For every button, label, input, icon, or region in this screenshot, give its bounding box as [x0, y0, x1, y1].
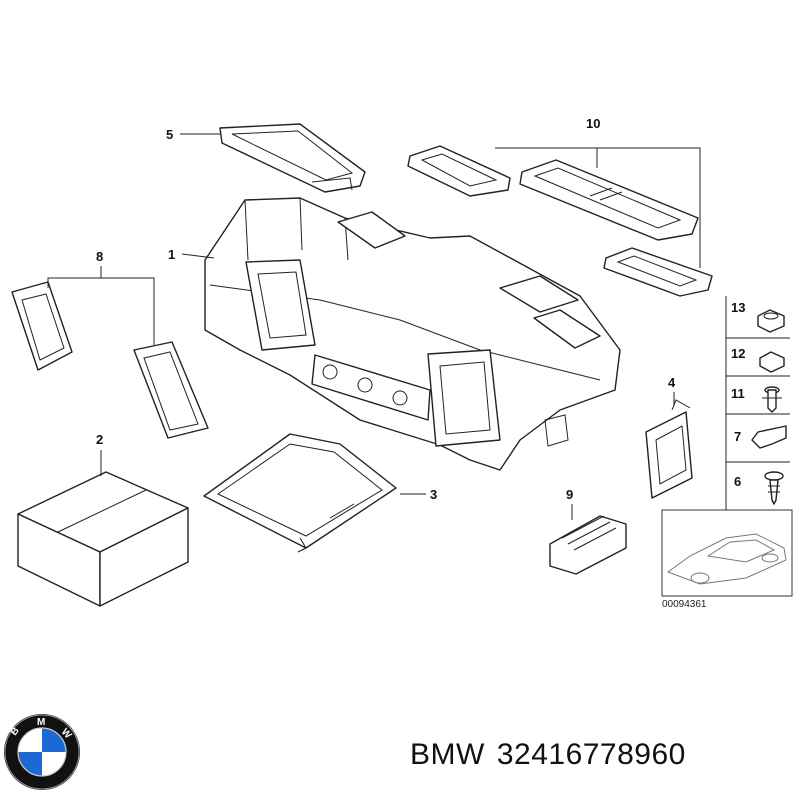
part-10-seals	[407, 145, 713, 297]
callout-9: 9	[566, 487, 573, 502]
part-1-housing	[204, 197, 621, 471]
small-parts-column	[725, 296, 790, 511]
part-6-screw	[764, 471, 784, 505]
part-2-box	[17, 471, 189, 607]
part-caption: BMW 32416778960	[410, 738, 698, 772]
callout-10: 10	[586, 116, 600, 131]
part-8-gaskets	[11, 281, 209, 439]
callout-8: 8	[96, 249, 103, 264]
svg-text:M: M	[37, 717, 45, 728]
leader-line-1	[181, 253, 215, 259]
part-3-cover	[203, 433, 397, 553]
callout-6: 6	[734, 474, 741, 489]
part-number: 32416778960	[496, 738, 686, 771]
callout-7: 7	[734, 429, 741, 444]
part-13-nut	[757, 309, 785, 333]
vehicle-location-inset	[661, 509, 793, 597]
leader-line-10	[495, 147, 701, 268]
callout-11: 11	[731, 386, 745, 401]
part-7-clip	[751, 425, 787, 449]
brand-name: BMW	[410, 738, 485, 771]
callout-5: 5	[166, 127, 173, 142]
part-12-nut	[759, 351, 785, 373]
callout-12: 12	[731, 346, 745, 361]
callout-13: 13	[731, 300, 745, 315]
callout-3: 3	[430, 487, 437, 502]
drawing-number: 00094361	[662, 599, 707, 610]
part-4-bracket	[645, 399, 693, 499]
part-9-grille	[549, 515, 627, 575]
callout-1: 1	[168, 247, 175, 262]
bmw-logo: B M W	[4, 714, 80, 790]
part-11-bolt	[762, 386, 782, 413]
callout-4: 4	[668, 375, 676, 390]
part-5-filter-frame	[219, 123, 366, 193]
car-silhouette	[666, 533, 787, 585]
callout-2: 2	[96, 432, 103, 447]
